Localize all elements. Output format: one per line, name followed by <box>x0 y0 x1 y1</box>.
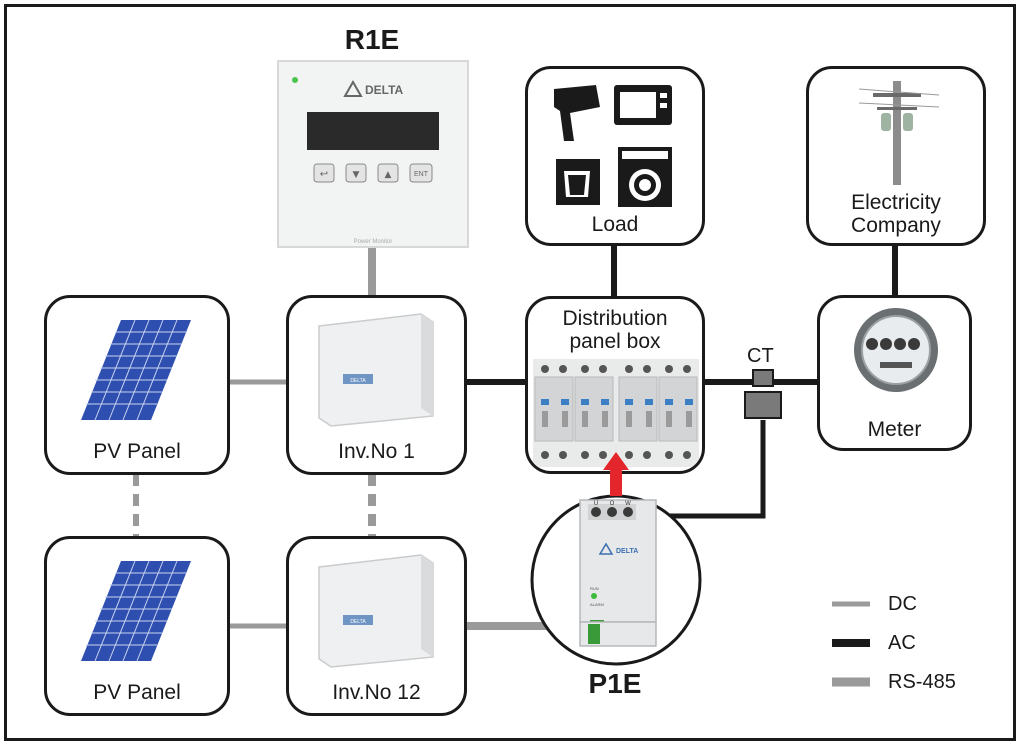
pv-panel-1-box: PV Panel <box>44 295 230 475</box>
r1e-btn-up: ▲ <box>385 170 392 180</box>
solar-panel-1-icon <box>81 319 191 421</box>
washing-machine-icon <box>618 147 672 207</box>
circuit-breakers-icon <box>533 359 699 467</box>
p1e-alarm-text: ALARM <box>590 602 604 607</box>
distribution-box: Distribution panel box <box>525 296 705 474</box>
inverter-12-logo: DELTA <box>350 619 366 625</box>
inverter-12-box: DELTA Inv.No 12 <box>286 536 467 716</box>
p1e-delta-logo: DELTA <box>616 548 638 555</box>
r1e-power-monitor-text: Power Monitor <box>354 239 393 245</box>
utility-pole-icon <box>859 81 939 185</box>
p1e-terminal-u: U <box>594 501 598 507</box>
p1e-title: P1E <box>588 668 642 699</box>
p1e-terminal-o: O <box>610 501 615 507</box>
r1e-device-image: DELTA ↩ ▼ ▲ ENT Power Monitor <box>277 60 469 248</box>
r1e-btn-down: ▼ <box>353 170 360 180</box>
distribution-label-line2: panel box <box>569 330 661 353</box>
coffee-maker-icon <box>556 159 600 205</box>
ct-sensor-icon <box>744 369 782 419</box>
red-up-arrow-icon <box>603 452 629 496</box>
p1e-terminal-w: W <box>625 501 631 507</box>
company-label-line2: Company <box>851 214 941 237</box>
solar-panel-2-icon <box>81 560 191 662</box>
load-box: Load <box>525 66 705 246</box>
inverter-12-label: Inv.No 12 <box>332 681 421 704</box>
inverter-1-logo: DELTA <box>350 378 366 384</box>
inverter-12-icon: DELTA <box>318 554 434 668</box>
distribution-label-line1: Distribution <box>562 307 668 330</box>
load-label: Load <box>591 213 639 236</box>
legend-rs485-label: RS-485 <box>888 671 956 693</box>
ct-label: CT <box>747 345 774 367</box>
r1e-device: DELTA ↩ ▼ ▲ ENT Power Monitor <box>277 60 469 248</box>
r1e-title: R1E <box>344 24 400 55</box>
legend-dc-label: DC <box>888 593 917 615</box>
hair-dryer-icon <box>554 85 600 141</box>
legend-swatches <box>832 601 870 687</box>
company-label-line1: Electricity <box>851 191 941 214</box>
inverter-1-icon: DELTA <box>318 313 434 427</box>
legend-ac-label: AC <box>888 632 916 654</box>
pv-panel-1-label: PV Panel <box>93 440 181 463</box>
appliance-icons <box>554 85 672 207</box>
pv-panel-2-label: PV Panel <box>93 681 181 704</box>
r1e-btn-ent: ENT <box>414 171 429 178</box>
inverter-1-label: Inv.No 1 <box>338 440 415 463</box>
wire-ct-p1e <box>632 420 766 519</box>
pv-panel-2-box: PV Panel <box>44 536 230 716</box>
company-box: Electricity Company <box>806 66 986 246</box>
inverter-1-box: DELTA Inv.No 1 <box>286 295 467 475</box>
microwave-icon <box>614 85 672 125</box>
meter-box: Meter <box>817 295 972 451</box>
p1e-device: U O W DELTA RUN ALARM <box>530 494 702 666</box>
r1e-btn-back: ↩ <box>320 169 328 180</box>
electric-meter-icon <box>854 308 938 392</box>
r1e-delta-logo: DELTA <box>365 83 404 97</box>
p1e-run-text: RUN <box>590 586 599 591</box>
meter-label: Meter <box>867 418 922 441</box>
diagram-frame <box>4 4 1016 741</box>
